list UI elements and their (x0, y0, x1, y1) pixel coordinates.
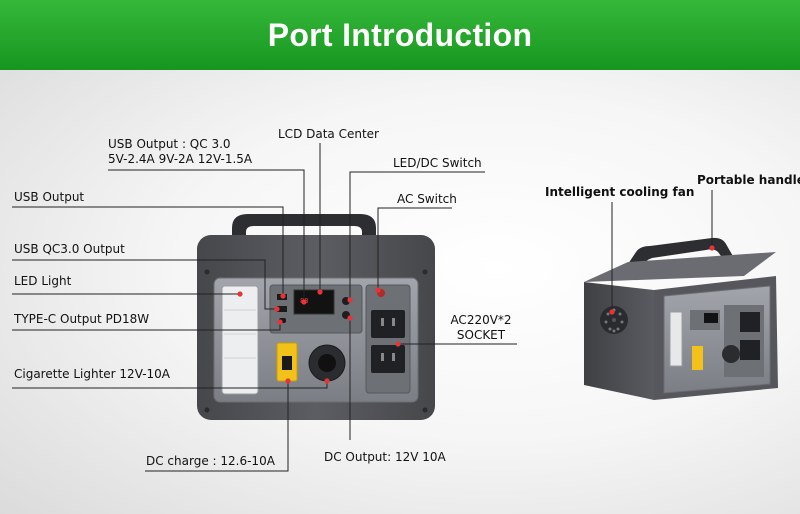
page-title: Port Introduction (267, 16, 533, 53)
label-ac-socket: AC220V*2 SOCKET (445, 313, 517, 343)
label-usb-output-qc-spec: 5V-2.4A 9V-2A 12V-1.5A (108, 152, 253, 166)
side-handle-shape (624, 237, 734, 274)
pointer-dots (237, 245, 715, 384)
label-cooling-fan: Intelligent cooling fan (545, 185, 695, 199)
label-ac-switch: AC Switch (397, 192, 457, 206)
label-usb-qc3-output: USB QC3.0 Output (14, 242, 125, 256)
cooling-fan-grille (600, 306, 628, 334)
label-ac-socket-line1: AC220V*2 (450, 313, 512, 327)
front-view-unit: 88 (197, 214, 435, 420)
usb-qc-port (277, 306, 287, 312)
ac-socket-2 (371, 345, 405, 373)
ac-socket-1 (371, 310, 405, 338)
side-panel (584, 282, 654, 400)
lcd-screen (293, 289, 335, 315)
label-lcd-data-center: LCD Data Center (278, 127, 379, 141)
label-usb-output-qc: USB Output : QC 3.0 (108, 137, 231, 151)
header-banner: Port Introduction (0, 0, 800, 70)
label-dc-output: DC Output: 12V 10A (324, 450, 446, 464)
label-portable-handle: Portable handle (697, 173, 800, 187)
side-view-unit (584, 237, 778, 400)
led-light-bar (221, 285, 259, 395)
label-led-dc-switch: LED/DC Switch (393, 156, 482, 170)
label-cigarette-lighter: Cigarette Lighter 12V-10A (14, 367, 171, 381)
label-ac-socket-line2: SOCKET (456, 328, 506, 342)
label-dc-charge: DC charge : 12.6-10A (146, 454, 275, 468)
label-usb-output: USB Output (14, 190, 85, 204)
label-type-c-output: TYPE-C Output PD18W (14, 312, 150, 326)
handle-shape (232, 214, 376, 240)
label-led-light: LED Light (14, 274, 72, 288)
